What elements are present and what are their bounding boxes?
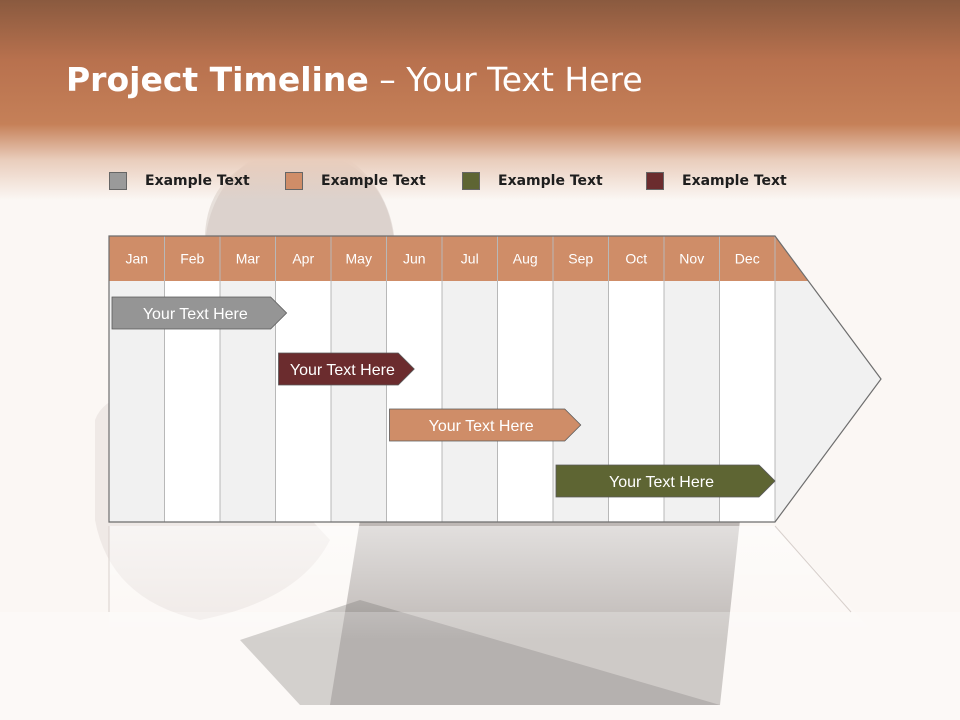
month-column [275,281,331,522]
task-bar [555,464,776,498]
month-label: Sep [568,251,593,267]
month-header-cell [608,236,664,281]
legend-label: Example Text [145,173,250,189]
month-header-cell [386,236,442,281]
task-bar-label: Your Text Here [609,474,714,491]
month-column [497,281,553,522]
arrow-outline [108,235,882,523]
reflection-edge [774,525,852,613]
month-header-cell [220,236,276,281]
month-label: May [346,251,372,267]
title-bold: Project Timeline [66,60,369,99]
legend-label: Example Text [498,173,603,189]
month-label: Nov [679,251,704,267]
legend-item-1: Example Text [109,171,250,191]
task-bar-label: Your Text Here [290,362,395,379]
month-label: Jun [403,251,426,267]
month-header-cell [719,236,775,281]
month-header-cell [331,236,387,281]
month-label: Oct [625,251,647,267]
month-header-cell [497,236,553,281]
month-column [386,281,442,522]
month-header-cell [553,236,609,281]
legend-item-2: Example Text [285,171,426,191]
month-header-cell [664,236,720,281]
task-bar [111,296,288,330]
legend-swatch-tan [285,172,303,190]
month-label: Aug [513,251,538,267]
task-bar-label: Your Text Here [143,306,248,323]
month-header-cell [109,236,165,281]
reflection-shape [109,526,881,640]
month-header-cell [275,236,331,281]
month-label: Mar [236,251,260,267]
timeline-arrow-outline [108,235,882,523]
timeline-reflection [108,525,881,640]
month-header-cell [442,236,498,281]
task-bar-label: Your Text Here [429,418,534,435]
legend-swatch-gray [109,172,127,190]
legend-item-3: Example Text [462,171,603,191]
legend-swatch-maroon [646,172,664,190]
month-label: Apr [292,251,314,267]
arrow-head-body [775,281,881,522]
legend-label: Example Text [321,173,426,189]
month-label: Jul [461,251,479,267]
month-label: Jan [125,251,148,267]
page-title: Project Timeline – Your Text Here [66,60,643,99]
title-rest: – Your Text Here [368,60,643,99]
month-header-cell [164,236,220,281]
task-bar [389,408,582,442]
month-column [442,281,498,522]
legend-item-4: Example Text [646,171,787,191]
month-label: Dec [735,251,760,267]
month-column [331,281,387,522]
legend-swatch-olive [462,172,480,190]
legend-label: Example Text [682,173,787,189]
header-band [0,0,960,200]
month-label: Feb [180,251,204,267]
task-bar [278,352,415,386]
